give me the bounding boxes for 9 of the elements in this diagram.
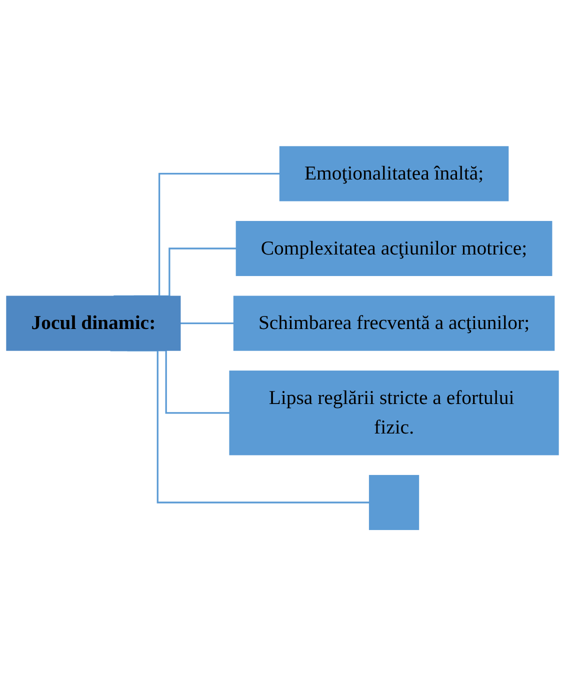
connector bbox=[134, 248, 236, 298]
node-box: Schimbarea frecventă a acţiunilor; bbox=[233, 296, 555, 352]
node-box bbox=[368, 475, 420, 530]
connector bbox=[180, 322, 234, 325]
node-box: Complexitatea acţiunilor motrice; bbox=[236, 221, 552, 276]
node-box: Emoţionalitatea înaltă; bbox=[279, 146, 509, 202]
node-box: Jocul dinamic: bbox=[6, 296, 181, 352]
connector bbox=[114, 173, 280, 298]
node-box: Lipsa reglării stricte a efortului fizic. bbox=[229, 370, 559, 456]
